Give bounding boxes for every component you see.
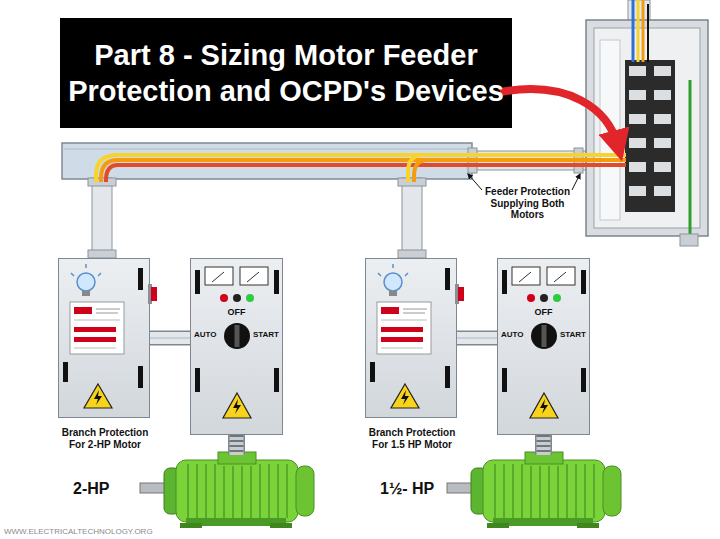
conduit-body: [230, 435, 244, 455]
conduit-connector: [543, 435, 544, 455]
conduit-outline: [150, 331, 190, 346]
main-panel-part: [642, 0, 645, 62]
motor: 2-HP: [165, 455, 315, 525]
feeder-wires-part: [96, 155, 118, 182]
conduit-seam: [150, 337, 190, 339]
main-panel-part-part: [629, 186, 646, 196]
main-panel-part: [689, 80, 692, 238]
motor-rating: 2-HP: [73, 480, 109, 498]
main-panel-part-part: [629, 162, 646, 172]
conduit-outline: [228, 435, 245, 455]
leader-arrow: [468, 174, 482, 190]
conduit-outline: [535, 435, 552, 455]
main-panel-part: [637, 0, 640, 62]
main-panel-part-part: [629, 114, 646, 124]
switch-position: OFF: [191, 307, 282, 317]
flex-conduit-ribs: [537, 435, 551, 455]
main-panel-part-part: [654, 66, 671, 76]
main-panel-part-part: [629, 66, 646, 76]
main-panel-part-part: [654, 186, 671, 196]
leader-arrow: [572, 174, 580, 190]
feeder-wires-part: [414, 160, 426, 182]
main-panel-part: [625, 60, 675, 212]
feeder-wires-part: [116, 163, 626, 167]
protection-label: Branch Protection For 1.5 HP Motor: [362, 427, 462, 450]
switch-position: START: [560, 330, 586, 339]
protection-label: Branch Protection For 2-HP Motor: [55, 427, 155, 450]
control-panel: OFF AUTO START: [190, 258, 283, 435]
feeder-wires-part: [116, 158, 626, 162]
main-panel-part-part: [629, 90, 646, 100]
feeder-wires: [96, 155, 626, 182]
motor-symbol: [140, 452, 314, 528]
main-panel-part: [680, 234, 698, 246]
title-banner: [60, 18, 512, 128]
feeder-wires-part: [106, 165, 118, 182]
feeder-wires-part: [116, 153, 626, 157]
motor-symbol: [447, 452, 621, 528]
watermark: WWW.ELECTRICALTECHNOLOGY.ORG: [4, 527, 153, 536]
main-panel-part-part: [629, 138, 646, 148]
main-panel-part-part: [654, 162, 671, 172]
motor: 1½- HP: [472, 455, 622, 525]
main-panel-part: [632, 0, 635, 62]
main-panel-part-part: [654, 90, 671, 100]
conduit-body: [457, 332, 497, 344]
motor-rating: 1½- HP: [380, 480, 434, 498]
conduit-part: [398, 250, 426, 258]
control-panel-detail: [502, 267, 586, 418]
flex-conduit-ribs: [230, 435, 244, 455]
diagram-title: Part 8 - Sizing Motor Feeder Protection …: [60, 37, 512, 110]
switch-position: OFF: [498, 307, 589, 317]
control-panel-detail: [195, 267, 279, 418]
switch-position: AUTO: [501, 330, 524, 339]
conduit-part: [88, 250, 116, 258]
disconnect-detail: [370, 264, 464, 408]
conduit-connector: [236, 435, 237, 455]
conduit-connector: [457, 338, 497, 339]
disconnect-box: Branch Protection For 2-HP Motor: [58, 258, 150, 418]
main-panel-part: [629, 66, 671, 196]
callout-label: Feeder Protection Supplying Both Motors: [475, 186, 580, 221]
conduit-part: [402, 178, 422, 258]
conduit-body: [537, 435, 551, 455]
title-box: Part 8 - Sizing Motor Feeder Protection …: [60, 18, 512, 128]
main-panel-part-part: [654, 138, 671, 148]
pointer-arrow: [500, 89, 618, 146]
disconnect-box: Branch Protection For 1.5 HP Motor: [365, 258, 457, 418]
switch-position: START: [253, 330, 279, 339]
switch-position: AUTO: [194, 330, 217, 339]
conduit-part: [92, 178, 112, 258]
conduit-connector: [150, 338, 190, 339]
conduit-seam: [457, 337, 497, 339]
conduit-outline: [457, 331, 497, 346]
main-panel-part-part: [654, 114, 671, 124]
main-panel-part: [647, 4, 649, 62]
feeder-wires-part: [101, 160, 118, 182]
control-panel: OFF AUTO START: [497, 258, 590, 435]
wireway-part: [62, 149, 472, 150]
conduit-body: [150, 332, 190, 344]
disconnect-detail: [63, 264, 157, 408]
